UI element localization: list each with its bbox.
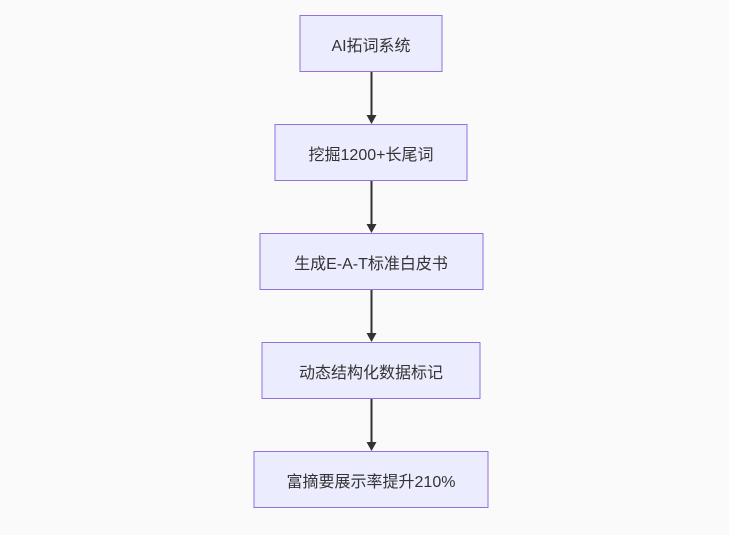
flow-node-longtail-keywords: 挖掘1200+长尾词 [274,124,468,181]
edge-line [370,399,372,442]
flowchart-column: AI拓词系统 挖掘1200+长尾词 生成E-A-T标准白皮书 动态结构化数据标记 [253,15,489,508]
arrowhead-down-icon [366,333,376,342]
flow-node-label: 生成E-A-T标准白皮书 [294,255,448,273]
flow-node-eat-whitepaper: 生成E-A-T标准白皮书 [259,233,483,290]
flow-node-label: 挖掘1200+长尾词 [308,146,434,164]
edge-line [370,181,372,224]
flow-node-rich-snippet-rate: 富摘要展示率提升210% [253,451,489,508]
flow-edge-3 [366,290,376,342]
flow-edge-1 [366,72,376,124]
arrowhead-down-icon [366,224,376,233]
flow-edge-4 [366,399,376,451]
flow-node-label: AI拓词系统 [331,37,411,55]
edge-line [370,72,372,115]
arrowhead-down-icon [366,442,376,451]
arrowhead-down-icon [366,115,376,124]
edge-line [370,290,372,333]
flow-node-label: 动态结构化数据标记 [298,364,443,382]
flow-node-label: 富摘要展示率提升210% [286,473,456,491]
flow-node-structured-data: 动态结构化数据标记 [261,342,481,399]
flow-node-ai-system: AI拓词系统 [299,15,443,72]
flow-edge-2 [366,181,376,233]
